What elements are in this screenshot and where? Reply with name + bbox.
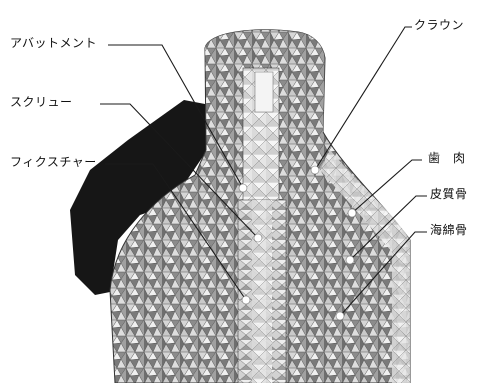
marker-screw <box>254 234 262 242</box>
label-abutment: アバットメント <box>10 36 97 50</box>
label-screw: スクリュー <box>10 95 73 109</box>
marker-cortical <box>346 256 354 264</box>
label-cancellous-bone: 海綿骨 <box>430 223 468 237</box>
marker-gingiva <box>348 209 356 217</box>
label-cortical-bone: 皮質骨 <box>430 187 468 201</box>
marker-abutment <box>239 184 247 192</box>
marker-crown <box>311 166 319 174</box>
marker-fixture <box>242 296 250 304</box>
label-fixture: フィクスチャー <box>10 155 97 169</box>
screw-core <box>252 200 272 383</box>
label-gingiva: 歯 肉 <box>428 151 466 165</box>
abutment-head <box>255 72 273 112</box>
marker-cancellous <box>336 312 344 320</box>
label-crown: クラウン <box>414 18 464 32</box>
